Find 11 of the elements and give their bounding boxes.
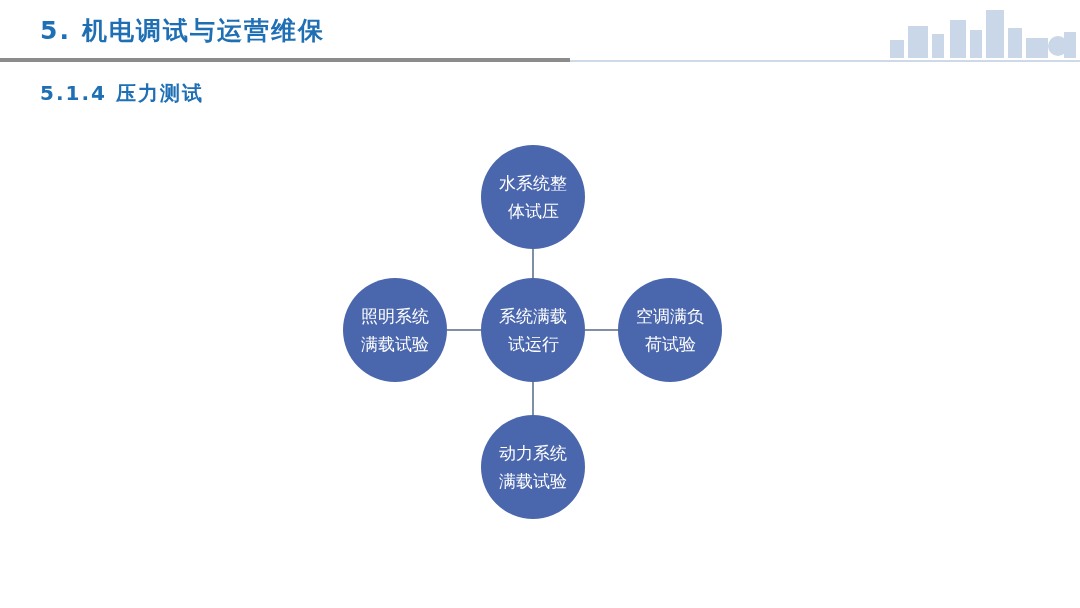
connector-line bbox=[532, 381, 534, 416]
circle-label: 空调满负荷试验 bbox=[635, 305, 705, 356]
section-heading: 5.1.4 压力测试 bbox=[40, 80, 204, 107]
connector-line bbox=[446, 329, 482, 331]
slide-title: 5. 机电调试与运营维保 bbox=[40, 15, 325, 47]
circle-label: 照明系统满载试验 bbox=[360, 305, 430, 356]
connector-line bbox=[584, 329, 619, 331]
circle-label: 系统满载试运行 bbox=[498, 305, 568, 356]
circle-label: 动力系统满载试验 bbox=[498, 442, 568, 493]
connector-line bbox=[532, 248, 534, 279]
circle-label: 水系统整体试压 bbox=[498, 172, 568, 223]
